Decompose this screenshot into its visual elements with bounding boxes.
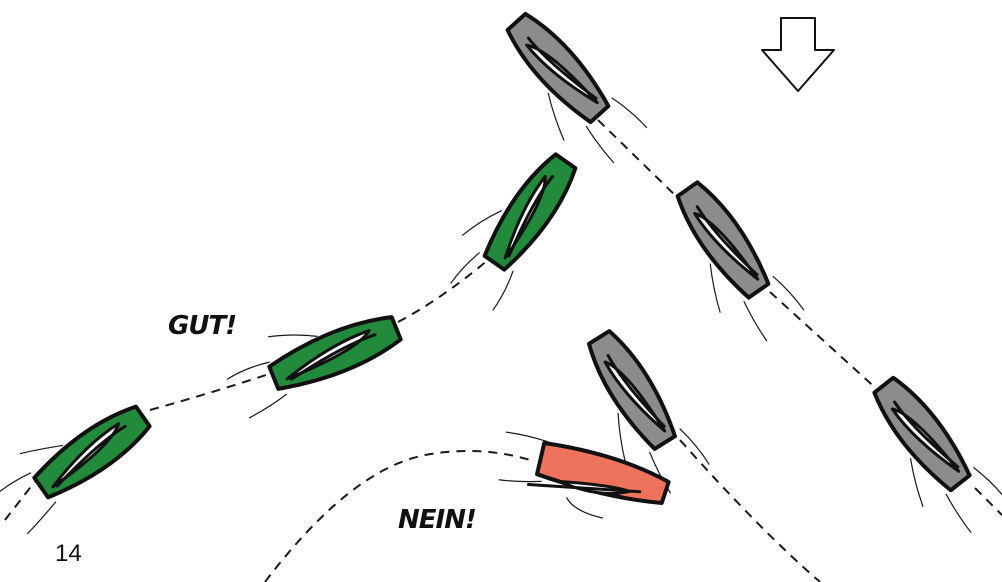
red-course-line (264, 450, 531, 582)
green-boat-1 (0, 404, 152, 535)
green-course-line (4, 259, 489, 521)
grey-boat-1 (505, 11, 648, 164)
red-boat-hull (535, 441, 671, 505)
label-bad: NEIN! (398, 505, 476, 535)
grey-boat-4 (586, 329, 710, 494)
grey-boat-2 (675, 180, 805, 342)
page-number: 14 (55, 540, 82, 567)
green-boat-2 (226, 315, 403, 419)
red-boat (498, 431, 671, 519)
grey-boat-3 (872, 375, 1002, 534)
green-boat-3 (450, 152, 578, 311)
down-arrow-icon (761, 17, 835, 92)
label-good: GUT! (168, 311, 236, 341)
grey-course-line-upper (597, 119, 1002, 516)
grey-course-line-lower (679, 439, 821, 582)
